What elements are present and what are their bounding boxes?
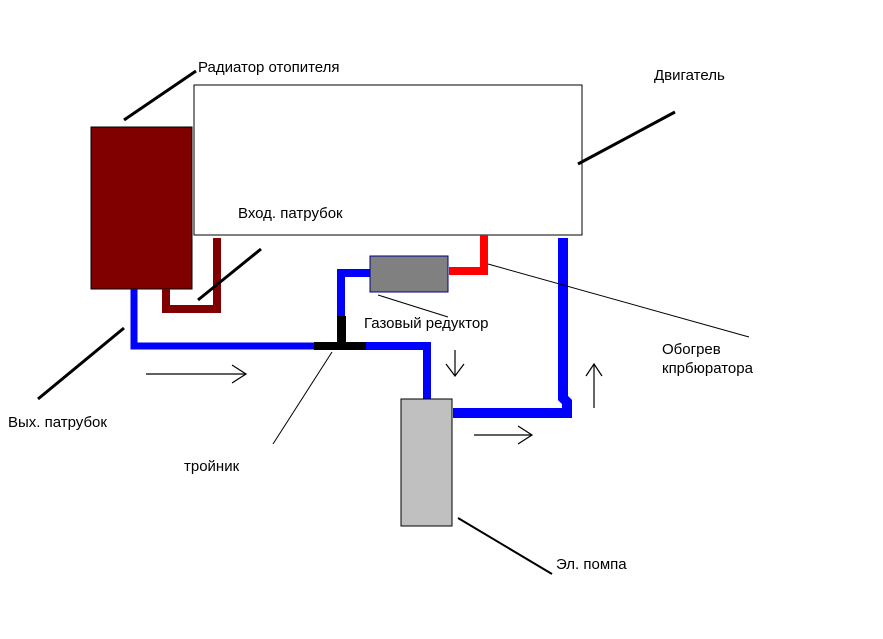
carb-heating-label-line2: кпрбюратора [662,360,753,377]
engine-label: Двигатель [654,67,725,84]
flow-arrow-right-icon [474,425,534,445]
tee-fitting-stem [337,316,346,346]
carb-heating-pipe [449,235,488,275]
gas-reducer-label: Газовый редуктор [364,315,489,332]
radiator-outlet-pipe [130,289,318,350]
leader-line-reducer [377,294,449,318]
flow-arrow-down-icon [445,350,465,377]
leader-line-inlet [197,247,262,302]
flow-arrow-up-icon [585,362,603,408]
leader-line-pump [457,517,553,575]
carb-heating-label-line1: Обогрев [662,341,721,358]
leader-line-radiator [123,69,197,122]
pump-to-engine-pipe [453,238,572,418]
tee-label: тройник [184,458,240,475]
heater-radiator [90,126,193,290]
flow-arrow-right-icon [146,364,248,384]
radiator-return-pipe [162,238,221,313]
electric-pump [400,398,453,527]
tee-to-pump-pipe [364,342,431,400]
electric-pump-label: Эл. помпа [556,556,627,573]
leader-line-carb [487,263,750,338]
inlet-pipe-label: Вход. патрубок [238,205,343,222]
heater-radiator-label: Радиатор отопителя [198,59,340,76]
leader-line-outlet [37,326,125,401]
outlet-pipe-label: Вых. патрубок [8,414,107,431]
gas-reducer [369,255,449,293]
leader-line-engine [577,110,676,166]
engine-block [193,84,583,236]
tee-to-reducer-pipe [337,269,370,318]
leader-line-tee [272,351,333,445]
